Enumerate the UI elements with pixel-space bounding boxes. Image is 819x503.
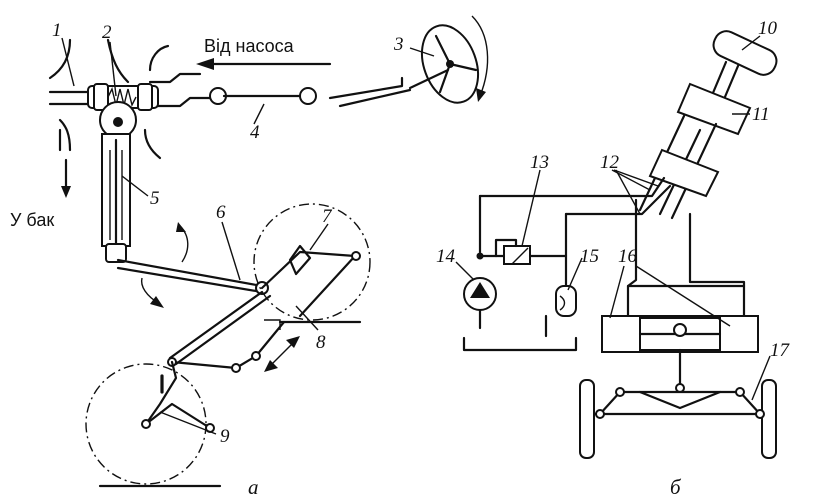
- part-label-1: 1: [52, 20, 62, 41]
- part-label-12: 12: [600, 152, 620, 173]
- part-label-11: 11: [752, 104, 770, 125]
- part-label-6: 6: [216, 202, 226, 223]
- part-label-5: 5: [150, 188, 160, 209]
- panel-b-label: б: [670, 475, 682, 499]
- to-tank-label: У бак: [10, 210, 54, 230]
- pump-flow-label: Від насоса: [204, 36, 295, 56]
- text-labels: Від насоса У бак а б 1 2 3 4 5 6 7 8 9 1…: [10, 18, 791, 499]
- part-label-4: 4: [250, 122, 260, 143]
- part-label-10: 10: [758, 18, 778, 39]
- part-label-3: 3: [393, 34, 404, 55]
- part-label-9: 9: [220, 426, 230, 447]
- panel-a-drawing: [48, 15, 489, 488]
- part-label-15: 15: [580, 246, 599, 267]
- panel-a-label: а: [248, 475, 259, 499]
- part-label-7: 7: [322, 206, 333, 227]
- part-label-8: 8: [316, 332, 326, 353]
- part-label-13: 13: [530, 152, 549, 173]
- part-label-16: 16: [618, 246, 638, 267]
- part-label-2: 2: [102, 22, 112, 43]
- part-label-17: 17: [770, 340, 791, 361]
- part-label-14: 14: [436, 246, 456, 267]
- panel-b-drawing: [462, 30, 778, 459]
- leader-lines: [61, 35, 771, 435]
